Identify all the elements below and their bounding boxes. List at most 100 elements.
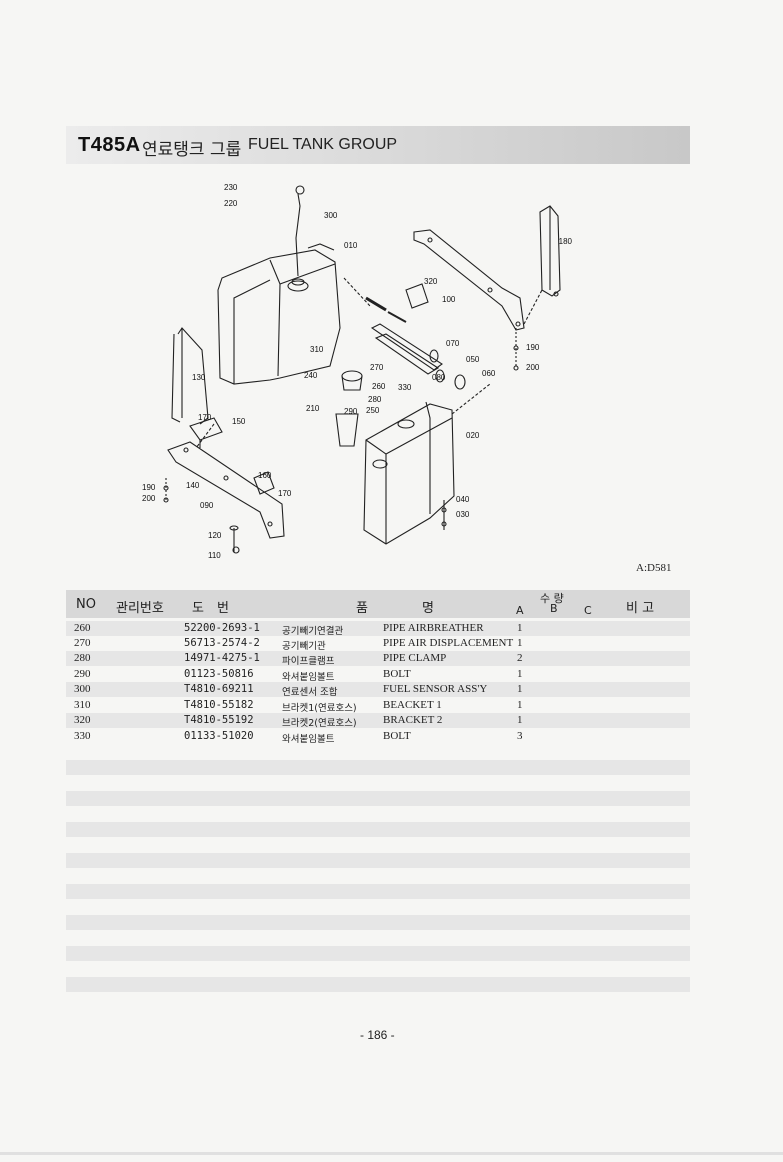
row-name-en: BEACKET 1	[383, 699, 442, 711]
row-name-kr: 파이프클램프	[282, 656, 335, 667]
callout-140: 140	[186, 481, 200, 490]
title-bar	[66, 126, 690, 164]
callout-050: 050	[466, 355, 480, 364]
callout-170-lower: 170	[278, 489, 292, 498]
table-row: 280 14971-4275-1 파이프클램프 PIPE CLAMP 2	[66, 651, 690, 667]
row-part-no: T4810-55192	[184, 714, 254, 726]
callout-110: 110	[208, 551, 221, 560]
header-qty-a: A	[516, 604, 524, 617]
row-no: 260	[74, 622, 91, 634]
callout-250: 250	[366, 406, 380, 415]
callout-180: 180	[559, 237, 573, 246]
empty-row	[66, 977, 690, 992]
callout-240: 240	[304, 371, 318, 380]
callout-230: 230	[224, 183, 238, 192]
header-drawing-no: 도 번	[192, 601, 229, 616]
row-no: 270	[74, 637, 91, 649]
group-code: T485A	[78, 134, 141, 156]
row-part-no: T4810-69211	[184, 683, 254, 695]
diagram-reference: A:D581	[636, 562, 672, 574]
row-name-en: BOLT	[383, 730, 411, 742]
row-qty-a: 1	[517, 668, 523, 680]
callout-270: 270	[370, 363, 384, 372]
row-name-en: PIPE AIRBREATHER	[383, 622, 484, 634]
table-header: NO 관리번호 도 번 품 명 수 량 A B C 비 고	[66, 590, 690, 618]
callout-190-lower: 190	[142, 483, 156, 492]
callout-280: 280	[368, 395, 382, 404]
row-name-en: PIPE CLAMP	[383, 652, 447, 664]
callout-200-lower: 200	[142, 494, 156, 503]
empty-row	[66, 915, 690, 930]
header-name-en: 명	[422, 601, 434, 616]
header-no: NO	[76, 597, 96, 612]
row-no: 330	[74, 730, 91, 742]
row-part-no: 01133-51020	[184, 730, 254, 742]
exploded-parts-diagram: 230 220 300 010 180 320 100 190 200 070 …	[142, 183, 573, 560]
empty-row	[66, 946, 690, 961]
row-part-no: 52200-2693-1	[184, 622, 260, 634]
empty-row	[66, 760, 690, 775]
row-qty-a: 3	[517, 730, 523, 742]
row-part-no: T4810-55182	[184, 699, 254, 711]
header-mgmt-no: 관리번호	[116, 601, 164, 616]
callout-170-upper: 170	[198, 413, 212, 422]
row-no: 290	[74, 668, 91, 680]
group-title-korean: 연료탱크 그룹	[142, 140, 242, 160]
row-name-en: BOLT	[383, 668, 411, 680]
callout-150: 150	[232, 417, 246, 426]
callout-260: 260	[372, 382, 386, 391]
row-no: 280	[74, 652, 91, 664]
callout-100: 100	[442, 295, 456, 304]
callout-060: 060	[482, 369, 496, 378]
group-title-english: FUEL TANK GROUP	[248, 136, 398, 153]
table-row: 320 T4810-55192 브라켓2(연료호스) BRACKET 2 1	[66, 713, 690, 729]
callout-310: 310	[310, 345, 324, 354]
row-qty-a: 2	[517, 652, 523, 664]
callout-010: 010	[344, 241, 358, 250]
table-row: 260 52200-2693-1 공기빼기연결관 PIPE AIRBREATHE…	[66, 621, 690, 637]
callout-040: 040	[456, 495, 470, 504]
row-name-kr: 와셔붙임볼트	[282, 672, 335, 683]
row-part-no: 56713-2574-2	[184, 637, 260, 649]
row-name-en: FUEL SENSOR ASS'Y	[383, 683, 488, 695]
row-no: 320	[74, 714, 91, 726]
callout-200-upper: 200	[526, 363, 540, 372]
row-qty-a: 1	[517, 637, 523, 649]
empty-row	[66, 884, 690, 899]
callout-020: 020	[466, 431, 480, 440]
page-number: - 186 -	[360, 1028, 395, 1042]
row-no: 300	[74, 683, 91, 695]
table-row: 330 01133-51020 와셔붙임볼트 BOLT 3	[66, 729, 690, 745]
callout-220: 220	[224, 199, 238, 208]
row-name-en: BRACKET 2	[383, 714, 443, 726]
callout-190-upper: 190	[526, 343, 540, 352]
row-name-en: PIPE AIR DISPLACEMENT	[383, 637, 514, 649]
row-qty-a: 1	[517, 699, 523, 711]
callout-290: 290	[344, 407, 358, 416]
row-name-kr: 와셔붙임볼트	[282, 734, 335, 745]
row-no: 310	[74, 699, 91, 711]
row-name-kr: 연료센서 조합	[282, 687, 338, 698]
callout-070: 070	[446, 339, 460, 348]
table-row: 310 T4810-55182 브라켓1(연료호스) BEACKET 1 1	[66, 698, 690, 714]
row-name-kr: 공기빼기관	[282, 641, 326, 652]
row-name-kr: 공기빼기연결관	[282, 626, 344, 637]
row-qty-a: 1	[517, 683, 523, 695]
empty-row	[66, 822, 690, 837]
header-remarks: 비 고	[626, 601, 655, 616]
header-qty: 수 량	[540, 592, 564, 605]
callout-030: 030	[456, 510, 470, 519]
empty-row	[66, 791, 690, 806]
table-row: 270 56713-2574-2 공기빼기관 PIPE AIR DISPLACE…	[66, 636, 690, 652]
bottom-edge	[0, 1152, 783, 1155]
header-qty-b: B	[550, 602, 558, 615]
row-part-no: 01123-50816	[184, 668, 254, 680]
callout-090: 090	[200, 501, 214, 510]
row-qty-a: 1	[517, 714, 523, 726]
table-row: 290 01123-50816 와셔붙임볼트 BOLT 1	[66, 667, 690, 683]
row-name-kr: 브라켓1(연료호스)	[282, 703, 357, 714]
callout-210: 210	[306, 404, 320, 413]
callout-320: 320	[424, 277, 438, 286]
callout-130: 130	[192, 373, 206, 382]
